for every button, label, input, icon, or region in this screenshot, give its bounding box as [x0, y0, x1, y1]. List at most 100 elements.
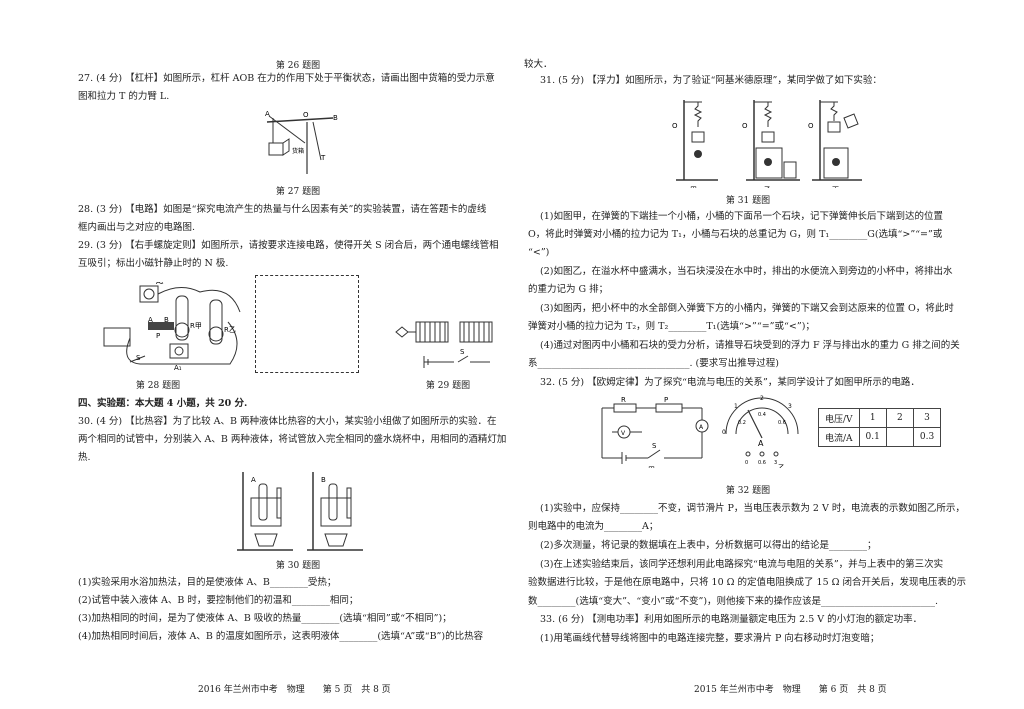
caption-fig32: 第 32 题图	[725, 486, 771, 496]
q28-line1: 28. (3 分) 【电路】如图是“探究电流产生的热量与什么因素有关”的实验装置…	[78, 204, 487, 215]
fig32-label-a: A	[699, 424, 704, 431]
fig31-label-yi: 乙	[764, 186, 771, 188]
table-current-1: 0.1	[858, 427, 887, 447]
q33-part1: (1)用笔画线代替导线将图中的电路连接完整，要求滑片 P 向右移动时灯泡变暗；	[540, 633, 880, 644]
figure-32-circuit: R P V A S 甲	[601, 396, 709, 468]
q29-line2: 互吸引；标出小磁针静止时的 N 极.	[78, 258, 229, 269]
fig31-label-bing: 丙	[832, 186, 839, 188]
q30-line1: 30. (4 分) 【比热容】为了比较 A、B 两种液体比热容的大小，某实验小组…	[78, 416, 497, 427]
left-footer: 2016 年兰州市中考 物理 第 5 页 共 8 页	[198, 685, 391, 695]
q31-part4-line1: (4)通过对图丙中小桶和石块的受力分析，请推导石块受到的浮力 F 浮与排出水的重…	[540, 340, 960, 351]
fig28-label-a: A	[148, 316, 153, 324]
q31-part3-line2: 弹簧对小桶的拉力记为 T₂，则 T₂________T₁(选填“>”“=”或“<…	[528, 321, 815, 332]
fig32-label-s: S	[652, 442, 657, 450]
fig32-tick-2: 2	[760, 395, 764, 402]
caption-fig31: 第 31 题图	[725, 196, 771, 206]
fig27-label-b: B	[333, 114, 338, 122]
fig27-label-a: A	[265, 110, 270, 118]
q33-stem: 33. (6 分) 【测电功率】利用如图所示的电路测量额定电压为 2.5 V 的…	[540, 614, 923, 625]
q30-line3: 热.	[78, 452, 91, 463]
q31-part2-line1: (2)如图乙，在溢水杯中盛满水，当石块浸没在水中时，排出的水便流入到旁边的小杯中…	[540, 266, 953, 277]
fig29-label-s: S	[460, 348, 465, 356]
fig27-label-o: O	[303, 111, 309, 119]
fig28-label-p: P	[156, 332, 160, 340]
q28-line2: 框内画出与之对应的电路图.	[78, 222, 196, 233]
fig32-label-yi: 乙	[778, 464, 785, 468]
fig28-label-ra: R甲	[190, 322, 202, 330]
figure-29-solenoids: S	[395, 321, 493, 368]
q30-part2: (2)试管中装入液体 A、B 时，要控制他们的初温和________相同；	[78, 595, 359, 606]
q31-part1-line2: O，将此时弹簧对小桶的拉力记为 T₁，小桶与石块的总重记为 G，则 T₁____…	[528, 229, 943, 240]
fig32-term-0: 0	[745, 460, 748, 466]
answer-box-q28	[255, 275, 359, 373]
fig32-label-r: R	[621, 396, 626, 404]
left-page: 第 26 题图 27. (4 分) 【杠杆】如图所示，杠杆 AOB 在力的作用下…	[78, 0, 518, 709]
q32-part3-line1: (3)在上述实验结束后，该同学还想利用此电路探究“电流与电阻的关系”，并与上表中…	[540, 559, 944, 570]
fig32-term-06: 0.6	[758, 460, 766, 466]
figure-27-lever: A O B T 货箱	[265, 110, 338, 174]
q32-part2: (2)多次测量，将记录的数据填在上表中，分析数据可以得出的结论是________…	[540, 540, 877, 551]
q32-part1-line2: 则电路中的电流为________A；	[528, 521, 659, 532]
fig31-label-o2: O	[742, 122, 748, 130]
fig31-label-o3: O	[808, 122, 814, 130]
q27-line1: 27. (4 分) 【杠杆】如图所示，杠杆 AOB 在力的作用下处于平衡状态，请…	[78, 73, 495, 84]
figure-28-apparatus: A B R甲 R乙 A₁ A₂ S P	[103, 282, 241, 372]
table-header-voltage: 电压/V	[818, 408, 860, 428]
q31-part1-line1: (1)如图甲，在弹簧的下端挂一个小桶，小桶的下面吊一个石块，记下弹簧伸长后下端到…	[540, 211, 943, 222]
caption-fig29: 第 29 题图	[425, 381, 471, 391]
q31-part3-line1: (3)如图丙，把小杯中的水全部倒入弹簧下方的小桶内，弹簧的下端又会到达原来的位置…	[540, 303, 954, 314]
fig32-tick-1: 1	[734, 403, 738, 410]
q29-line1: 29. (3 分) 【右手螺旋定则】如图所示，请按要求连接电路，使得开关 S 闭…	[78, 240, 499, 251]
q32-part3-line3: 数________(选填“变大”、“变小”或“不变”)，则他接下来的操作应该是_…	[528, 596, 939, 607]
q27-line2: 图和拉力 T 的力臂 L.	[78, 91, 170, 102]
q31-part4-line2: 系________________________________. (要求写出…	[528, 358, 779, 369]
table-current-2	[885, 427, 914, 447]
right-footer: 2015 年兰州市中考 物理 第 6 页 共 8 页	[694, 685, 887, 695]
fig28-label-b: B	[164, 316, 169, 324]
fig31-label-jia: 甲	[690, 186, 697, 188]
fig30-label-a: A	[251, 476, 256, 484]
q30-continuation: 较大．	[524, 59, 553, 70]
q31-part1-line3: “<”)	[528, 247, 550, 258]
figure-30-heating: A B	[237, 472, 363, 551]
fig32-label-v: V	[621, 430, 626, 437]
figure-32-ammeter: 0 1 2 3 0.2 0.4 0.6 A 0 0.6 3 乙	[722, 395, 799, 468]
table-voltage-1: 1	[858, 408, 887, 428]
fig32-label-jia: 甲	[648, 466, 655, 468]
caption-fig27: 第 27 题图	[275, 187, 321, 197]
fig32-tick-02: 0.2	[738, 420, 746, 426]
q32-part1-line1: (1)实验中，应保持________不变，调节滑片 P，当电压表示数为 2 V …	[540, 503, 965, 514]
fig32-tick-06: 0.6	[778, 420, 786, 426]
fig32-label-p: P	[664, 396, 668, 404]
q32-stem: 32. (5 分) 【欧姆定律】为了探究“电流与电压的关系”，某同学设计了如图甲…	[540, 377, 920, 388]
q30-part3: (3)加热相同的时间，是为了使液体 A、B 吸收的热量________(选填“相…	[78, 613, 452, 624]
q30-part4: (4)加热相同时间后，液体 A、B 的温度如图所示，这表明液体________(…	[78, 631, 484, 642]
table-header-current: 电流/A	[818, 427, 860, 447]
caption-fig26: 第 26 题图	[275, 61, 321, 71]
figure-31-archimedes: O 甲 O 乙 O 丙	[672, 100, 862, 188]
fig32-tick-3: 3	[788, 403, 792, 410]
fig28-label-a1: A₁	[174, 364, 182, 372]
caption-fig28: 第 28 题图	[135, 381, 181, 391]
section-4-heading: 四、实验题：本大题 4 小题，共 20 分.	[78, 398, 248, 409]
table-voltage-3: 3	[912, 408, 942, 428]
fig28-label-a2: A₂	[156, 282, 164, 286]
q32-part3-line2: 验数据进行比较，于是他在原电路中，只将 10 Ω 的定值电阻换成了 15 Ω 闭…	[528, 577, 967, 588]
q31-part2-line2: 的重力记为 G 排；	[528, 284, 609, 295]
q31-stem: 31. (5 分) 【浮力】如图所示，为了验证“阿基米德原理”，某同学做了如下实…	[540, 75, 882, 86]
fig28-label-rb: R乙	[224, 326, 236, 334]
fig31-label-o1: O	[672, 122, 678, 130]
fig30-label-b: B	[321, 476, 326, 484]
fig27-label-t: T	[320, 154, 326, 162]
right-page: 较大． 31. (5 分) 【浮力】如图所示，为了验证“阿基米德原理”，某同学做…	[524, 0, 968, 709]
data-table: 电压/V 1 2 3 电流/A 0.1 0.3	[818, 408, 942, 447]
fig32-tick-04: 0.4	[758, 412, 766, 418]
fig32-tick-0: 0	[722, 429, 726, 436]
q30-part1: (1)实验采用水浴加热法，目的是使液体 A、B________受热；	[78, 577, 337, 588]
fig27-box-label: 货箱	[292, 147, 304, 155]
table-current-3: 0.3	[912, 427, 942, 447]
fig32-term-3: 3	[774, 460, 777, 466]
q30-line2: 两个相同的试管中，分别装入 A、B 两种液体，将试管放入完全相同的盛水烧杯中，用…	[78, 434, 507, 445]
fig28-label-s: S	[136, 354, 141, 362]
fig32-meter-a: A	[758, 439, 764, 448]
